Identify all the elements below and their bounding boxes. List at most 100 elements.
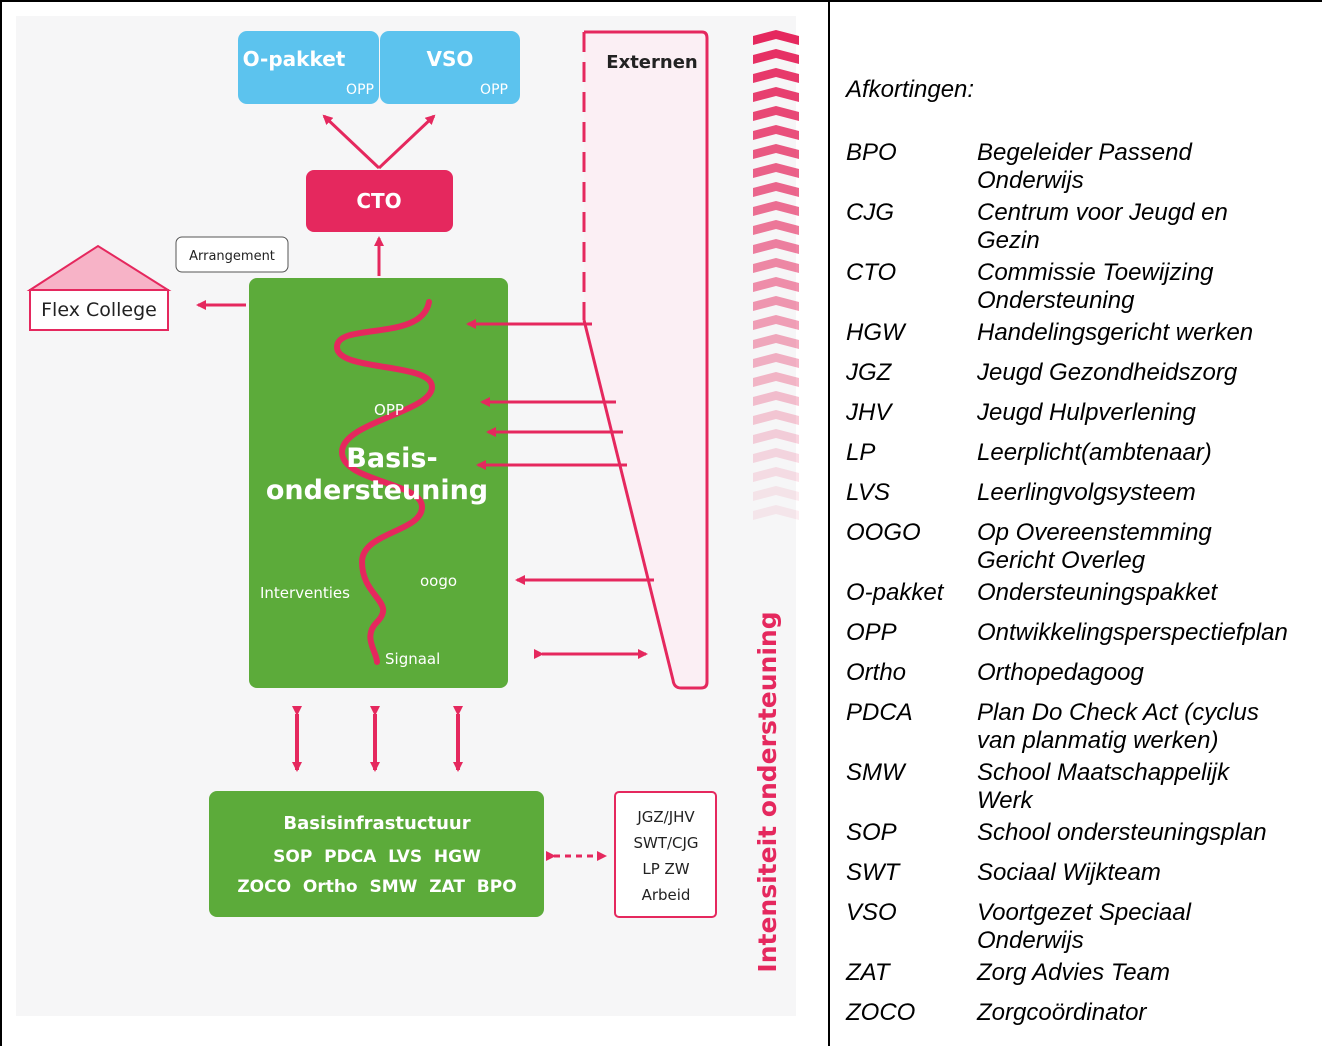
- cto-label: CTO: [356, 189, 401, 213]
- intensity-chevron: [753, 315, 799, 330]
- signaal-label: Signaal: [385, 650, 440, 668]
- abbreviation-meaning-line: Commissie Toewijzing: [977, 259, 1214, 286]
- oogo-label: oogo: [420, 572, 457, 590]
- intensity-chevron: [753, 391, 799, 406]
- abbreviation-meaning-line: Ondersteuning: [977, 287, 1135, 314]
- intensity-chevron: [753, 334, 799, 349]
- intensiteit-label: Intensiteit ondersteuning: [753, 611, 782, 972]
- abbreviation-key: PDCA: [846, 699, 913, 726]
- abbreviation-key: Ortho: [846, 659, 907, 686]
- externen-label: Externen: [606, 52, 697, 73]
- intensity-chevron: [753, 448, 799, 463]
- abbreviation-meaning-line: Handelingsgericht werken: [977, 319, 1254, 346]
- abbreviation-key: ZOCO: [846, 999, 916, 1026]
- abbreviation-meaning-line: Jeugd Hulpverlening: [977, 399, 1196, 426]
- support-diagram: O-pakket OPP VSO OPP CTO Arrangement Fle…: [16, 16, 799, 1016]
- abbreviation-key: OOGO: [846, 519, 921, 546]
- abbreviation-meaning: Ontwikkelingsperspectiefplan: [977, 619, 1322, 647]
- vso-sub: OPP: [480, 82, 508, 98]
- abbreviation-meaning-line: Gericht Overleg: [977, 547, 1146, 574]
- abbreviation-meaning: Handelingsgericht werken: [977, 319, 1322, 347]
- abbreviation-meaning-line: van planmatig werken): [977, 727, 1219, 754]
- abbreviation-meaning: Leerlingvolgsysteem: [977, 479, 1322, 507]
- abbreviation-meaning: Zorg Advies Team: [977, 959, 1322, 987]
- intensity-chevron: [753, 296, 799, 311]
- vso-title: VSO: [427, 47, 474, 71]
- intensity-chevron: [753, 87, 799, 102]
- abbreviation-meaning: Sociaal Wijkteam: [977, 859, 1322, 887]
- opakket-title: O-pakket: [243, 47, 346, 71]
- abbreviation-key: CTO: [846, 259, 897, 286]
- arrangement-text: Arrangement: [189, 249, 275, 264]
- intensity-chevron: [753, 372, 799, 387]
- abbreviation-meaning-line: Voortgezet Speciaal: [977, 899, 1191, 926]
- abbreviation-meaning-line: Onderwijs: [977, 927, 1084, 954]
- support-path-squiggle: [333, 299, 436, 665]
- intensity-chevron: [753, 125, 799, 140]
- interventies-label: Interventies: [260, 584, 350, 602]
- intensity-chevron: [753, 258, 799, 273]
- basisondersteuning-box: OPP Basis- ondersteuning Interventies oo…: [249, 278, 508, 688]
- intensity-chevrons: [753, 30, 799, 520]
- intensity-chevron: [753, 429, 799, 444]
- abbreviation-key: VSO: [846, 899, 897, 926]
- intensity-chevron: [753, 182, 799, 197]
- opakket-box: O-pakket OPP: [238, 31, 379, 104]
- arrangement-label: Arrangement: [175, 236, 289, 273]
- opp-label: OPP: [374, 401, 404, 419]
- intensity-chevron: [753, 486, 799, 501]
- cto-box: CTO: [306, 170, 453, 232]
- abbreviation-meaning-line: Gezin: [977, 227, 1040, 254]
- externen-arrows: [466, 319, 654, 659]
- infra-title: Basisinfrastuctuur: [283, 813, 470, 834]
- cto-arrows: [322, 114, 436, 276]
- intensity-chevron: [753, 410, 799, 425]
- intensity-chevron: [753, 277, 799, 292]
- intensity-chevron: [753, 201, 799, 216]
- abbreviation-meaning-line: Plan Do Check Act (cyclus: [977, 699, 1259, 726]
- infra-row2: ZOCO Ortho SMW ZAT BPO: [237, 877, 516, 897]
- vso-box: VSO OPP: [380, 31, 520, 104]
- intensity-chevron: [753, 467, 799, 482]
- partner-item: JGZ/JHV: [636, 808, 695, 826]
- basis-line1: Basis-: [346, 443, 437, 474]
- abbreviation-meaning-line: Zorg Advies Team: [977, 959, 1170, 986]
- abbreviation-meaning-line: School ondersteuningsplan: [977, 819, 1267, 846]
- column-divider: [828, 0, 830, 1046]
- abbreviation-meaning-line: Sociaal Wijkteam: [977, 859, 1161, 886]
- abbreviation-meaning-line: Zorgcoördinator: [977, 999, 1147, 1026]
- intensity-chevron: [753, 68, 799, 83]
- abbreviation-meaning-line: Orthopedagoog: [977, 659, 1144, 686]
- abbreviation-key: SMW: [846, 759, 905, 786]
- abbreviation-meaning: School ondersteuningsplan: [977, 819, 1322, 847]
- infra-row1: SOP PDCA LVS HGW: [273, 847, 481, 867]
- abbreviation-key: JGZ: [846, 359, 892, 386]
- abbreviation-meaning-line: School Maatschappelijk: [977, 759, 1230, 786]
- abbreviations-title: Afkortingen:: [846, 76, 975, 103]
- intensity-chevron: [753, 239, 799, 254]
- vertical-double-arrows: [292, 706, 463, 772]
- abbreviation-key: JHV: [846, 399, 892, 426]
- abbreviation-meaning-line: Centrum voor Jeugd en: [977, 199, 1228, 226]
- basisinfrastructuur-box: Basisinfrastuctuur SOP PDCA LVS HGW ZOCO…: [209, 791, 544, 917]
- externen-shape: Externen: [582, 30, 709, 690]
- abbreviation-meaning-line: Ondersteuningspakket: [977, 579, 1218, 606]
- intensity-chevron: [753, 220, 799, 235]
- intensity-chevron: [753, 106, 799, 121]
- opakket-sub: OPP: [346, 82, 374, 98]
- abbreviation-meaning: Jeugd Gezondheidszorg: [977, 359, 1322, 387]
- abbreviation-meaning-line: Leerplicht(ambtenaar): [977, 439, 1212, 466]
- abbreviation-key: LVS: [846, 479, 891, 506]
- partner-item: SWT/CJG: [633, 834, 698, 852]
- abbreviation-meaning: Ondersteuningspakket: [977, 579, 1322, 607]
- basis-line2: ondersteuning: [266, 475, 488, 506]
- intensity-chevron: [753, 30, 799, 45]
